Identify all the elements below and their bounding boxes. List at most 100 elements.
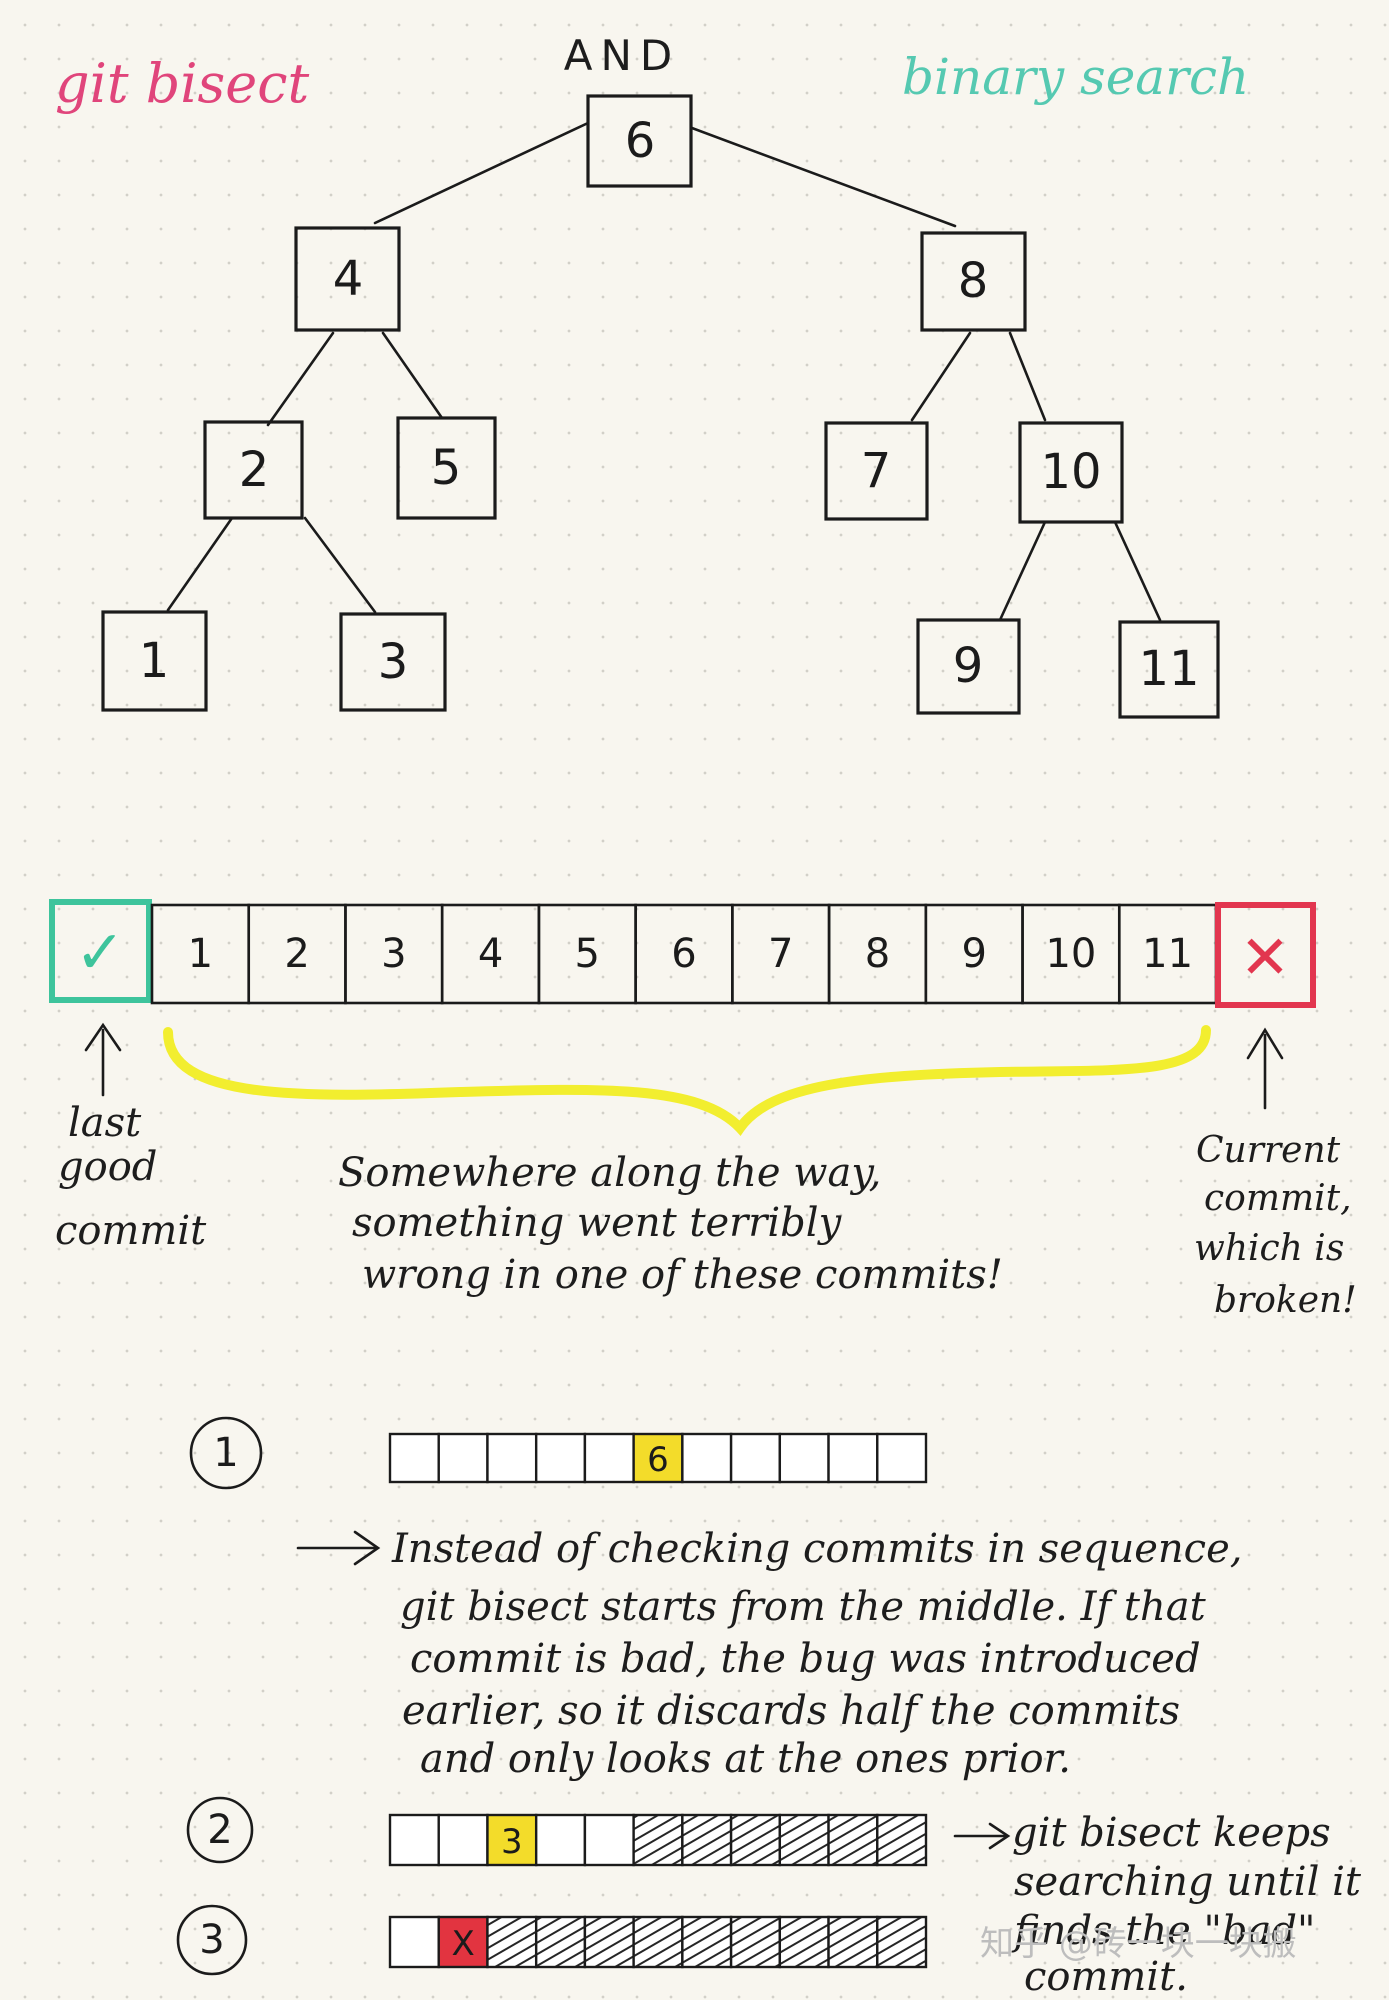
tree-node-label: 2 [239,442,270,498]
watermark-text: 知乎 @砖一块一块搬 [980,1924,1297,1964]
tree-node: 1 [101,610,208,712]
commit-cell-label: 8 [865,931,890,977]
tree-node-label: 7 [861,443,892,499]
step-2: 2 3 [186,1796,928,1867]
mini-cell [632,1915,684,1969]
mini-cell [388,1915,440,1969]
tree-node: 5 [396,416,497,520]
up-arrow-left [84,1022,122,1097]
step-3-label: 3 [199,1917,224,1963]
mini-cell [778,1432,830,1484]
tree-nodes: 6 4 8 2 5 7 10 1 [101,94,1220,719]
tree-node: 4 [294,226,401,332]
commit-cell-label: 2 [284,931,309,977]
step-1-circle [189,1416,263,1490]
mini-highlight-label: 3 [501,1822,523,1862]
mini-cell [388,1813,440,1867]
keeps-line: searching until it [1014,1859,1362,1905]
middle-note-line: something went terribly [352,1200,843,1246]
step-2-strip: 3 [388,1813,928,1867]
current-note-line: Current [1196,1130,1341,1171]
explanation-arrow [296,1530,381,1566]
mini-cell [534,1915,587,1969]
tree-node-label: 10 [1040,444,1101,500]
mini-cell [827,1813,879,1867]
keeps-line: commit. [1024,1954,1188,2000]
commit-cell-label: 6 [671,931,696,977]
commit-cell-label: 1 [188,931,213,977]
mini-cell [876,1813,928,1867]
commit-cell-label: 5 [575,931,600,977]
explanation-line: git bisect starts from the middle. If th… [400,1584,1207,1630]
middle-note-line: Somewhere along the way, [338,1150,881,1196]
tree-node-label: 5 [431,440,462,496]
current-note: Current commit, which is broken! [1194,1130,1357,1321]
step-2-circle [186,1796,254,1864]
last-good-note: last good commit [55,1100,207,1254]
commit-cell-label: 3 [381,931,406,977]
git-bisect-title: git bisect [55,52,309,115]
tree-node-label: 6 [625,113,656,169]
tree-node: 11 [1118,620,1220,719]
bad-commit-box [1215,902,1316,1008]
mini-cell [778,1915,830,1969]
tree-node: 6 [586,94,693,188]
tree-node: 3 [339,612,447,712]
explanation-line: and only looks at the ones prior. [420,1736,1071,1782]
mini-cell [876,1432,928,1484]
mini-cell [388,1432,440,1484]
x-icon: ✕ [1240,923,1290,993]
mini-cell [583,1432,635,1484]
mini-cell [437,1813,489,1867]
keeps-line: finds the "bad" [1011,1908,1315,1954]
tree-node: 10 [1018,421,1124,524]
mini-highlight-label: 6 [647,1440,669,1480]
keeps-arrow [953,1822,1011,1850]
explanation-line: earlier, so it discards half the commits [402,1688,1180,1734]
mini-cell [486,1432,538,1484]
tree-node-label: 8 [958,253,989,309]
mini-cell [534,1432,587,1484]
mini-cell [681,1432,733,1484]
step-1: 1 6 [189,1416,928,1490]
mini-cell [437,1432,489,1484]
up-arrow-right [1246,1027,1284,1110]
explanation-line: Instead of checking commits in sequence, [391,1526,1242,1572]
mini-cell [729,1432,782,1484]
mini-cell [827,1915,879,1969]
commit-cell-label: 10 [1045,931,1096,977]
keeps-line: git bisect keeps [1012,1810,1331,1856]
explanation-line: commit is bad, the bug was introduced [410,1636,1201,1682]
commit-cell-label: 9 [961,931,986,977]
check-icon: ✓ [75,918,125,988]
middle-note-line: wrong in one of these commits! [362,1252,1003,1298]
commit-cells: 1 2 3 4 5 6 7 8 9 10 11 [150,903,1218,1005]
tree-node: 7 [824,421,929,521]
tree-node-label: 3 [378,634,409,690]
commit-cell-label: 11 [1142,931,1193,977]
mini-cell [827,1432,879,1484]
mini-cell [583,1915,635,1969]
tree-node: 8 [920,231,1027,332]
current-note-line: which is [1194,1228,1344,1269]
tree-node: 2 [203,420,304,520]
mini-cell [632,1813,684,1867]
tree-node-label: 11 [1138,641,1199,697]
mini-highlight-label: X [451,1924,474,1964]
step-1-label: 1 [213,1430,238,1476]
good-commit-box [49,899,152,1003]
step-3: 3 X [176,1904,928,1976]
current-note-line: commit, [1204,1178,1352,1219]
mini-cell [729,1915,782,1969]
current-note-line: broken! [1214,1280,1357,1321]
mini-cell [778,1813,830,1867]
step-3-circle [176,1904,248,1976]
mini-cell [681,1813,733,1867]
commit-cell-label: 7 [768,931,793,977]
binary-search-title: binary search [902,48,1249,106]
keeps-note: git bisect keeps searching until it find… [1011,1810,1362,2000]
step-1-strip: 6 [388,1432,928,1484]
middle-note: Somewhere along the way, something went … [338,1150,1003,1298]
commit-cell-label: 4 [478,931,503,977]
